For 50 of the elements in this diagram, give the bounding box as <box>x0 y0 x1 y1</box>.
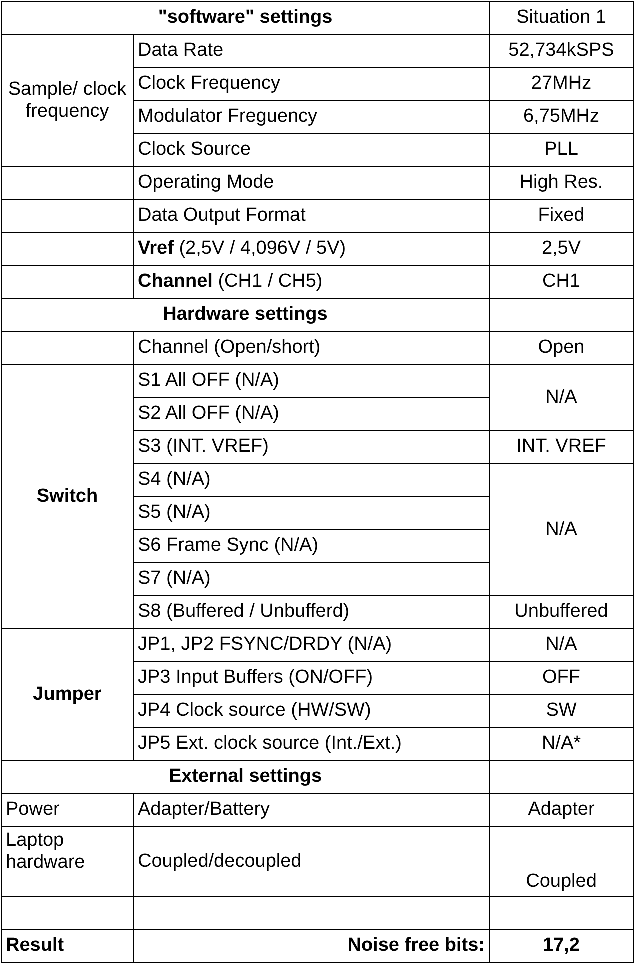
table-cell: JP4 Clock source (HW/SW) <box>134 694 490 728</box>
table-cell: Channel (Open/short) <box>134 332 490 364</box>
table-cell: N/A <box>490 628 634 662</box>
table-cell: Channel (CH1 / CH5) <box>134 266 490 298</box>
table-cell: Vref (2,5V / 4,096V / 5V) <box>134 232 490 266</box>
table-cell: Data Rate <box>134 34 490 68</box>
table-cell: Laptop hardware <box>2 826 134 896</box>
table-header: Situation 1 <box>490 2 634 34</box>
table-cell: Noise free bits: <box>134 930 490 962</box>
table-cell: 27MHz <box>490 68 634 100</box>
table-cell: Result <box>2 930 134 962</box>
table-cell: N/A* <box>490 728 634 760</box>
table-cell: INT. VREF <box>490 430 634 464</box>
table-cell: JP1, JP2 FSYNC/DRDY (N/A) <box>134 628 490 662</box>
table-cell: PLL <box>490 134 634 166</box>
table-cell: CH1 <box>490 266 634 298</box>
table-cell: Jumper <box>2 628 134 760</box>
table-cell: Adapter/Battery <box>134 794 490 826</box>
table-cell: S4 (N/A) <box>134 464 490 496</box>
table-cell: High Res. <box>490 166 634 200</box>
table-cell: Open <box>490 332 634 364</box>
table-cell: S1 All OFF (N/A) <box>134 364 490 398</box>
table-cell: Switch <box>2 364 134 628</box>
table-cell: 6,75MHz <box>490 100 634 134</box>
table-cell: SW <box>490 694 634 728</box>
table-cell: N/A <box>490 464 634 596</box>
table-header: External settings <box>2 760 490 794</box>
table-cell: Coupled <box>490 826 634 896</box>
table-cell: Modulator Freguency <box>134 100 490 134</box>
table-cell: S8 (Buffered / Unbufferd) <box>134 596 490 628</box>
table-cell: 2,5V <box>490 232 634 266</box>
table-cell: Sample/ clock frequency <box>2 34 134 166</box>
table-cell: Coupled/decoupled <box>134 826 490 896</box>
table-header: "software" settings <box>2 2 490 34</box>
table-cell: 52,734kSPS <box>490 34 634 68</box>
table-cell: N/A <box>490 364 634 430</box>
table-header: Hardware settings <box>2 298 490 332</box>
table-cell: Unbuffered <box>490 596 634 628</box>
table-cell: OFF <box>490 662 634 694</box>
table-cell: Clock Frequency <box>134 68 490 100</box>
table-cell: 17,2 <box>490 930 634 962</box>
table-cell: JP5 Ext. clock source (Int./Ext.) <box>134 728 490 760</box>
table-cell: Power <box>2 794 134 826</box>
table-cell: Data Output Format <box>134 200 490 232</box>
table-cell: JP3 Input Buffers (ON/OFF) <box>134 662 490 694</box>
table-cell: Fixed <box>490 200 634 232</box>
table-cell: Operating Mode <box>134 166 490 200</box>
table-cell: Adapter <box>490 794 634 826</box>
table-cell: Clock Source <box>134 134 490 166</box>
table-cell: S3 (INT. VREF) <box>134 430 490 464</box>
